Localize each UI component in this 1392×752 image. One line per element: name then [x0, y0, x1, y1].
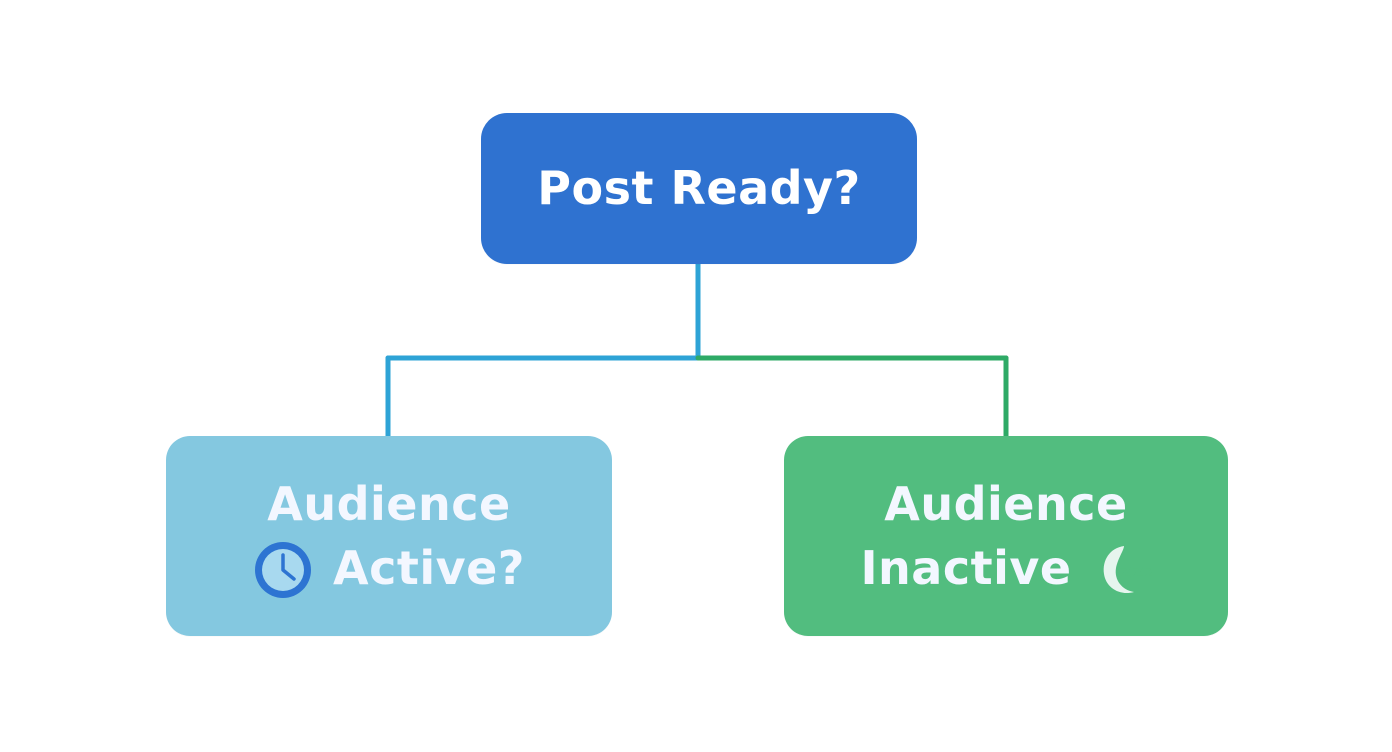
node-post-ready: Post Ready? [481, 113, 917, 264]
node-audience-active-line2: Active? [333, 541, 525, 595]
node-audience-inactive-line2: Inactive [860, 541, 1072, 595]
node-audience-active-line1: Audience [267, 476, 511, 531]
sleep-moon-icon: ZZZ [1092, 540, 1152, 600]
sleep-zzz-text: ZZZ [1120, 563, 1152, 582]
node-audience-inactive: Audience Inactive ZZZ [784, 436, 1228, 636]
node-post-ready-label: Post Ready? [537, 161, 861, 216]
node-audience-inactive-line1: Audience [884, 476, 1128, 531]
node-audience-active: Audience Active? [166, 436, 612, 636]
clock-icon [253, 540, 313, 600]
